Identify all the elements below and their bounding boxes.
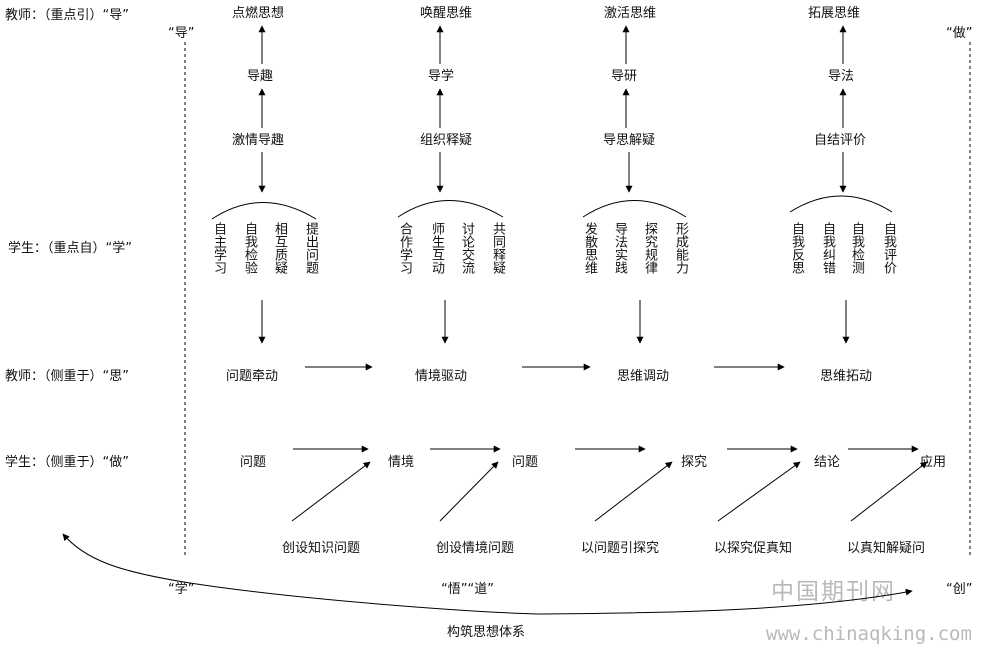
- col4-mid: 导法: [828, 69, 855, 84]
- col3-mid: 导研: [611, 69, 638, 84]
- col4-vertical-3: 自我检测: [849, 222, 864, 274]
- col3-vertical-1: 发散思维: [582, 222, 597, 274]
- curve-to-create: [536, 588, 913, 615]
- do-5: 结论: [814, 455, 841, 470]
- col3-vertical-4: 形成能力: [673, 222, 688, 274]
- bottom-3: 以问题引探究: [581, 541, 660, 556]
- col2-vertical-3: 讨论交流: [459, 222, 474, 274]
- col4-low: 自结评价: [814, 133, 867, 148]
- label-do: “做”: [946, 26, 973, 41]
- col1-top: 点燃思想: [232, 6, 285, 21]
- label-guide: “导”: [168, 26, 195, 41]
- bottom-5: 以真知解疑问: [847, 541, 926, 556]
- col2-top: 唤醒思维: [420, 6, 473, 21]
- footer-system: 构筑思想体系: [447, 625, 526, 640]
- do-4: 探究: [681, 455, 708, 470]
- col2-low: 组织释疑: [420, 133, 473, 148]
- col3-low: 导思解疑: [603, 133, 656, 148]
- think-4: 思维拓动: [820, 369, 873, 384]
- arc-col2: [397, 200, 504, 218]
- col2-vertical-2: 师生互动: [429, 222, 444, 274]
- watermark-url: www.chinaqking.com: [766, 623, 972, 645]
- footer-create: “创”: [946, 582, 973, 597]
- col1-low: 激情导趣: [232, 133, 285, 148]
- think-3: 思维调动: [617, 369, 670, 384]
- bottom-4: 以探究促真知: [714, 541, 793, 556]
- col1-vertical-3: 相互质疑: [272, 222, 287, 274]
- arc-col4: [789, 195, 893, 213]
- row-label-student-do: 学生：（侧重于）“做”: [5, 455, 129, 470]
- col1-vertical-4: 提出问题: [303, 222, 318, 274]
- col2-mid: 导学: [428, 69, 455, 84]
- col1-vertical-2: 自我检验: [242, 222, 257, 274]
- row-label-teacher-think: 教师：（侧重于）“思”: [5, 369, 129, 384]
- do-2: 情境: [388, 455, 415, 470]
- bottom-1: 创设知识问题: [282, 541, 361, 556]
- think-1: 问题牵动: [226, 369, 279, 384]
- col4-vertical-1: 自我反思: [789, 222, 804, 274]
- row-label-student-learn: 学生：（重点自）“学”: [8, 241, 132, 256]
- do-3: 问题: [512, 455, 539, 470]
- col3-vertical-2: 导法实践: [612, 222, 627, 274]
- col2-vertical-4: 共同释疑: [490, 222, 505, 274]
- row-label-teacher-guide: 教师：（重点引）“导”: [5, 8, 129, 23]
- col3-vertical-3: 探究规律: [642, 222, 657, 274]
- col4-top: 拓展思维: [808, 6, 861, 21]
- arc-col1: [211, 202, 317, 220]
- bottom-2: 创设情境问题: [436, 541, 515, 556]
- do-1: 问题: [240, 455, 267, 470]
- watermark-cn: 中国期刊网: [771, 579, 896, 605]
- col4-vertical-2: 自我纠错: [820, 222, 835, 274]
- think-2: 情境驱动: [415, 369, 468, 384]
- col1-vertical-1: 自主学习: [211, 222, 226, 274]
- col3-top: 激活思维: [604, 6, 657, 21]
- footer-wu-dao: “悟”“道”: [441, 582, 494, 597]
- col1-mid: 导趣: [247, 69, 274, 84]
- curve-to-learn: [62, 533, 538, 615]
- col2-vertical-1: 合作学习: [397, 222, 412, 274]
- footer-learn: “学”: [168, 582, 195, 597]
- arc-col3: [582, 200, 687, 218]
- col4-vertical-4: 自我评价: [881, 222, 896, 274]
